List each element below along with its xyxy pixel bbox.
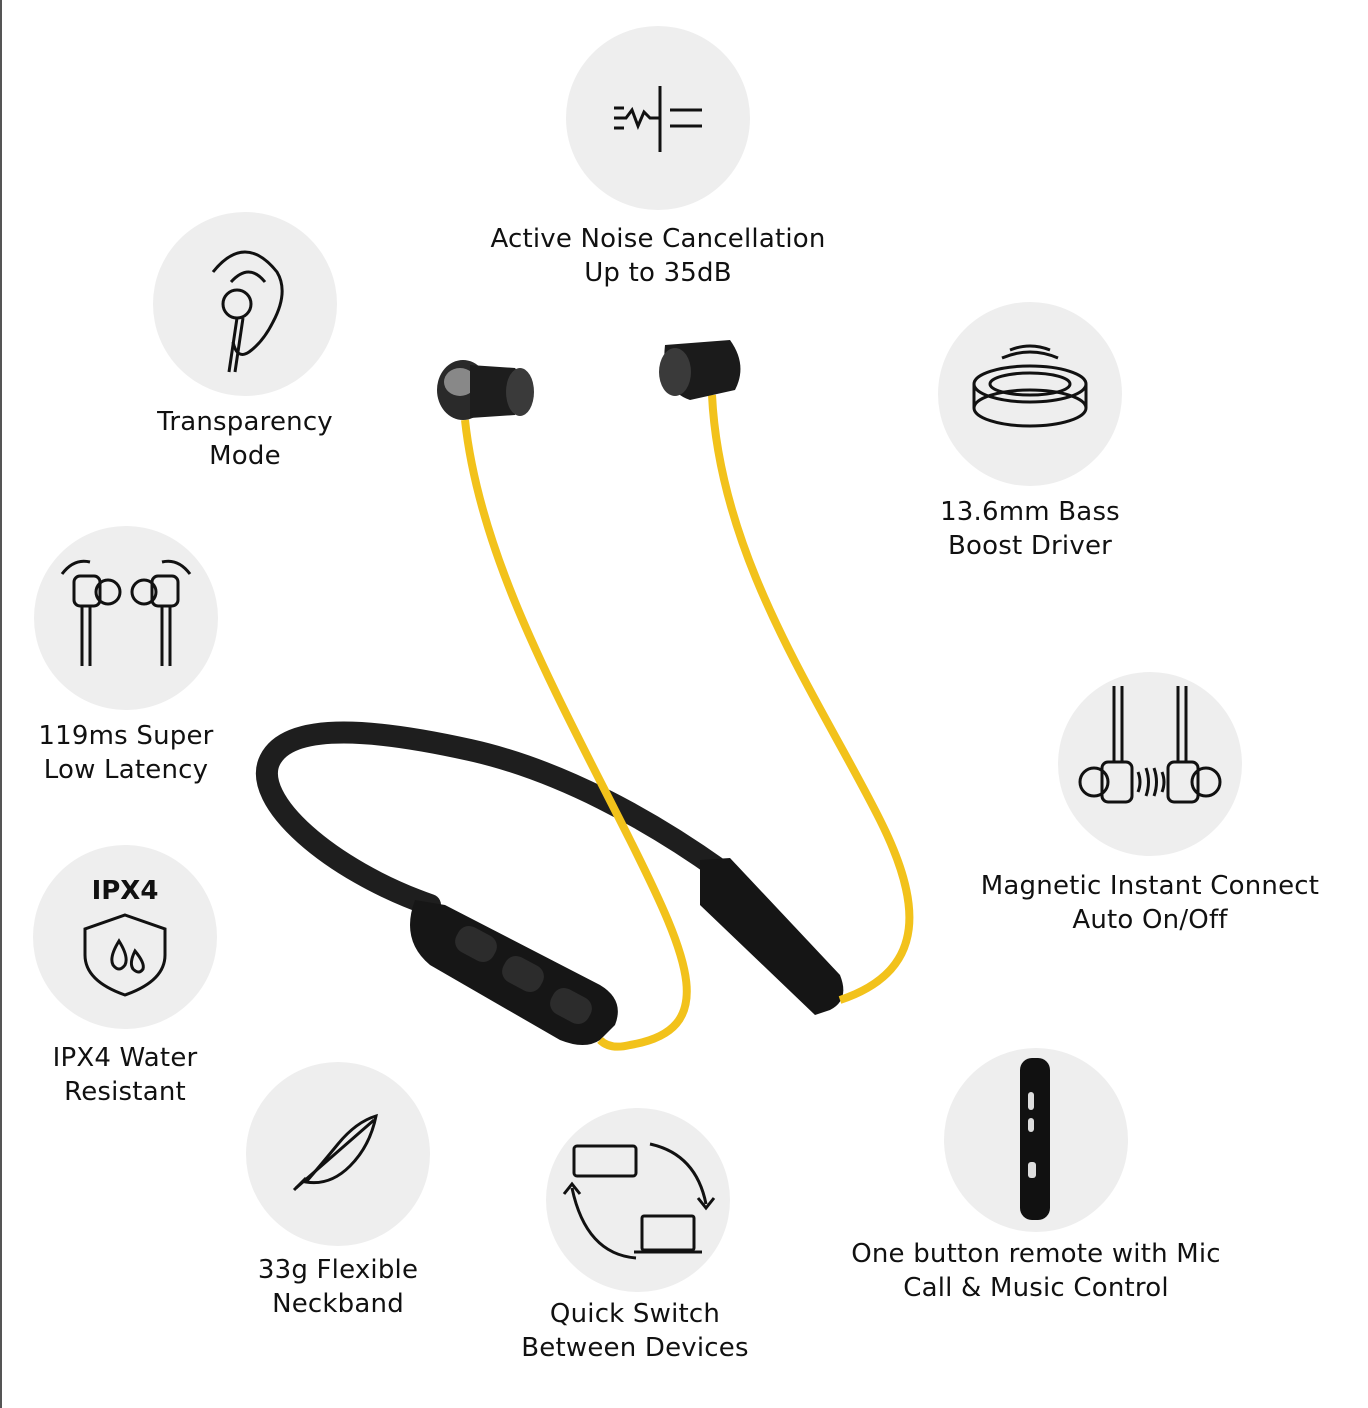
ipx4-subtitle: Resistant [64, 1077, 186, 1107]
noise-cancellation-icon [566, 26, 750, 210]
quickswitch-subtitle: Between Devices [521, 1333, 749, 1363]
transparency-title: Transparency [157, 407, 333, 437]
feather-icon [246, 1062, 430, 1246]
latency-title: 119ms Super [38, 721, 214, 751]
anc-title: Active Noise Cancellation [490, 224, 826, 254]
device-switch-icon [546, 1108, 730, 1292]
magnet-earbuds-icon [1058, 672, 1242, 856]
quickswitch-title: Quick Switch [549, 1299, 721, 1329]
remote-title: One button remote with Mic [851, 1239, 1221, 1269]
bass-title: 13.6mm Bass [940, 497, 1120, 527]
remote-icon [944, 1048, 1128, 1232]
transparency-subtitle: Mode [209, 441, 281, 471]
ear-icon [153, 212, 337, 396]
latency-subtitle: Low Latency [43, 755, 209, 785]
ipx4-title: IPX4 Water [52, 1043, 198, 1073]
neckband-subtitle: Neckband [272, 1289, 404, 1319]
water-shield-icon: IPX4 [33, 845, 217, 1029]
neckband-title: 33g Flexible [257, 1255, 419, 1285]
magnetic-title: Magnetic Instant Connect [980, 871, 1320, 901]
anc-subtitle: Up to 35dB [584, 258, 732, 288]
frame-edge [0, 0, 2, 1408]
bass-subtitle: Boost Driver [947, 531, 1113, 561]
ipx4-badge: IPX4 [92, 876, 159, 906]
driver-icon [938, 302, 1122, 486]
earbuds-icon [34, 526, 218, 710]
magnetic-subtitle: Auto On/Off [1072, 905, 1228, 935]
remote-subtitle: Call & Music Control [903, 1273, 1169, 1303]
